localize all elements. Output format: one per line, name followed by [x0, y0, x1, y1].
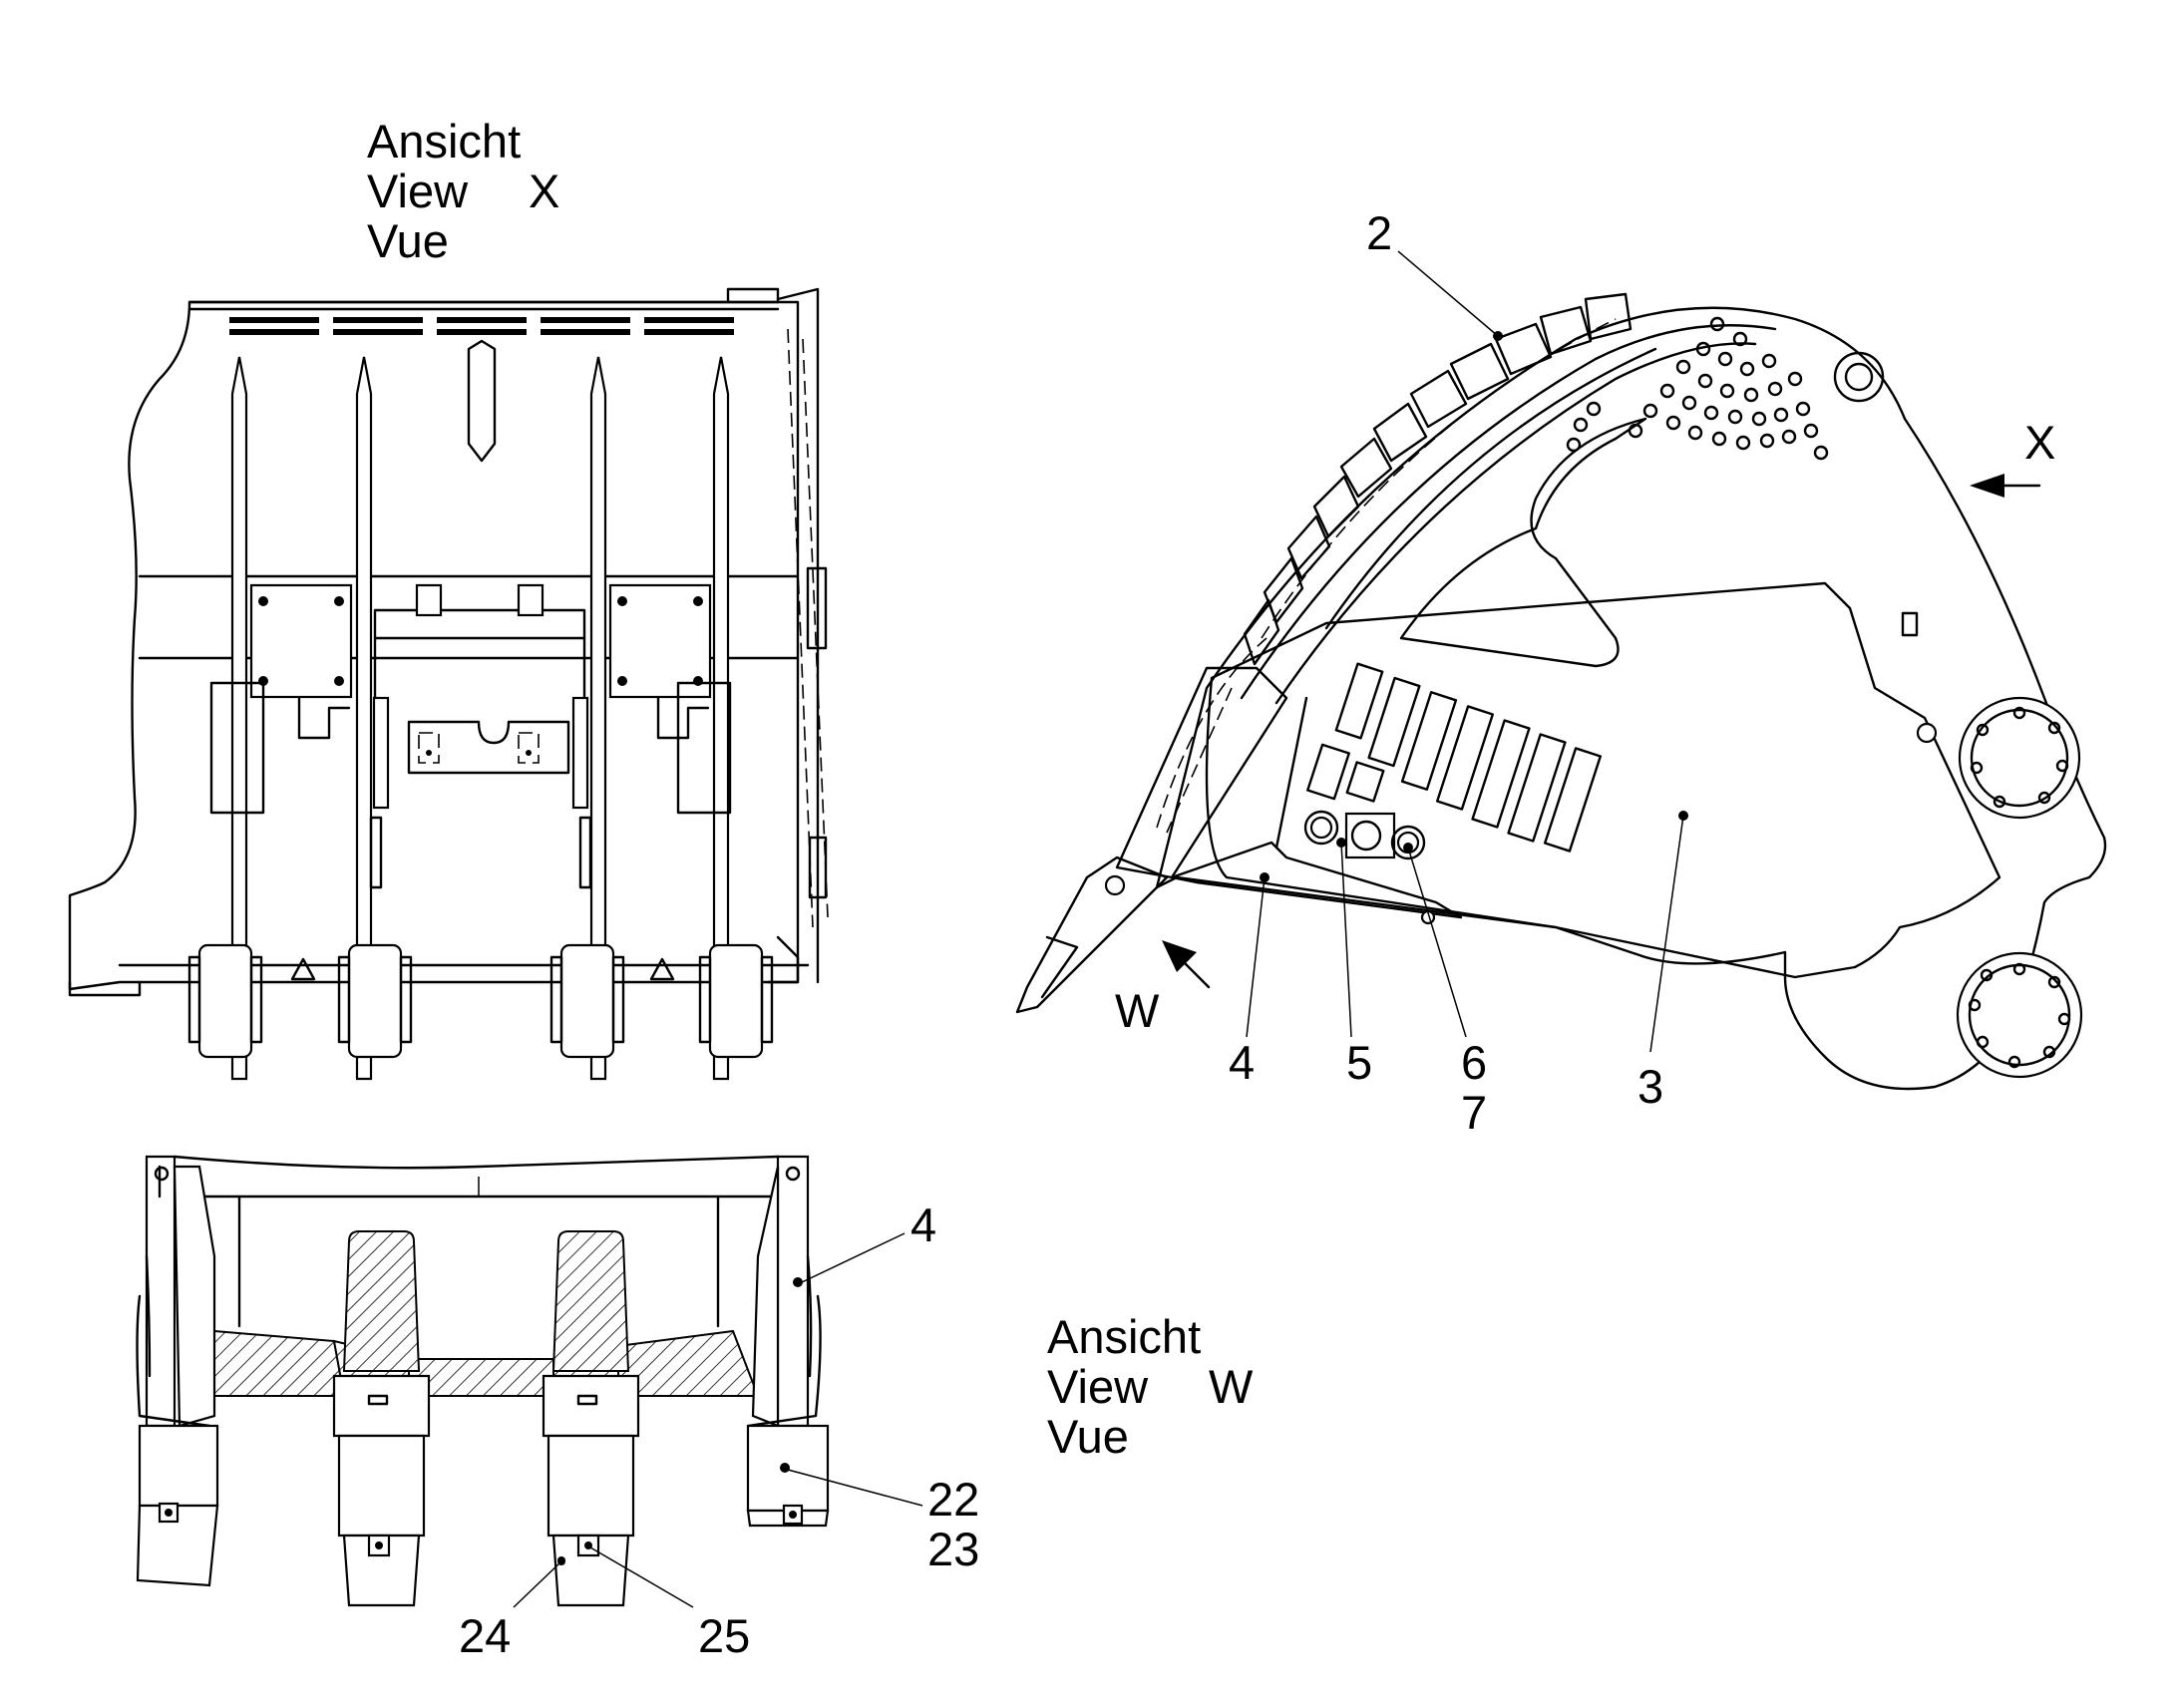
top-slots [229, 317, 734, 335]
callout-25: 25 [698, 1609, 750, 1662]
view-w-drawing: Ansicht View W Vue [136, 1155, 1254, 1662]
mounting-brackets [209, 583, 732, 889]
view-w-title-line2: View [1047, 1360, 1149, 1413]
tines [230, 356, 730, 1081]
callout-22: 22 [927, 1473, 979, 1526]
bucket-body-outline [68, 300, 800, 991]
center-teeth [332, 1230, 640, 1607]
callout-7: 7 [1461, 1086, 1487, 1139]
cross-beam [213, 1329, 346, 1397]
right-side-arm [746, 1155, 830, 1528]
tooth-assembly [1015, 666, 1463, 1014]
view-w-title-line3: Vue [1047, 1410, 1129, 1463]
arrow-x: X [1970, 416, 2055, 498]
callout-2: 2 [1366, 206, 1392, 259]
side-view-drawing: X W 2 4 5 6 7 3 [1015, 206, 2107, 1139]
view-x-title-line3: Vue [367, 214, 449, 267]
side-plate [1205, 581, 2001, 979]
bucket-shell-outline [1155, 306, 2107, 1091]
callout-6: 6 [1461, 1036, 1487, 1089]
callout-23: 23 [927, 1523, 979, 1575]
lifting-eye [1833, 351, 1885, 403]
side-view-leaders [1246, 250, 1688, 1053]
view-w-leaders [513, 1232, 923, 1608]
arrow-w-label: W [1115, 984, 1160, 1037]
side-slots [1306, 662, 1603, 853]
view-w-title-line1: Ansicht [1047, 1310, 1201, 1363]
arrow-x-label: X [2024, 416, 2055, 469]
arrow-w: W [1115, 940, 1211, 1037]
hinge-hubs [68, 935, 810, 1059]
top-segments [1156, 292, 1633, 829]
view-x-title-line2: View [367, 165, 469, 217]
view-x-drawing: Ansicht View X Vue [68, 115, 829, 1081]
pivot-bosses [1916, 696, 2083, 1079]
left-side-arm [136, 1155, 219, 1587]
callout-4: 4 [1229, 1036, 1255, 1089]
callout-5: 5 [1346, 1036, 1372, 1089]
center-spear [467, 339, 497, 463]
callout-24: 24 [459, 1609, 511, 1662]
view-x-letter: X [529, 165, 559, 217]
view-w-letter: W [1209, 1360, 1254, 1413]
view-x-title-line1: Ansicht [367, 115, 521, 168]
callout-4-view-w: 4 [910, 1198, 936, 1251]
callout-3: 3 [1637, 1060, 1663, 1113]
perforation-holes [1566, 316, 1829, 461]
